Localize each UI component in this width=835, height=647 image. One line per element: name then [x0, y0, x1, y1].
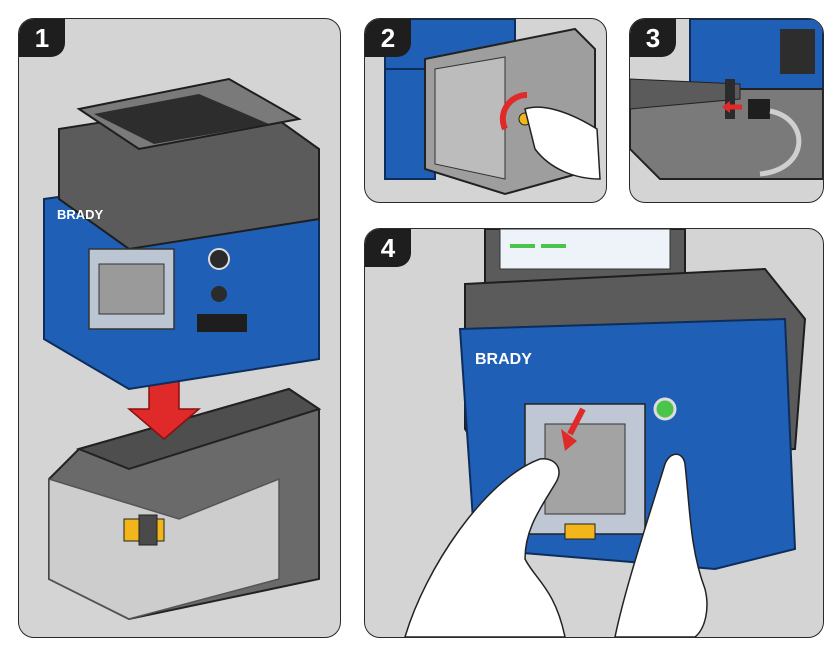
hand-icon	[524, 106, 601, 180]
led-green-icon	[510, 244, 535, 248]
step-2-badge: 2	[365, 19, 411, 57]
power-button-icon	[653, 397, 677, 421]
down-arrow-icon	[567, 407, 586, 436]
printer-on-base-illustration: BRADY	[43, 77, 322, 621]
step-4-badge: 4	[365, 229, 411, 267]
brady-logo-icon: BRADY	[57, 207, 104, 222]
power-button-icon	[208, 248, 230, 270]
step-3-panel: 3	[629, 18, 824, 203]
cable-plug-icon	[748, 99, 770, 119]
connect-cable-illustration	[630, 19, 823, 180]
base-unit	[48, 387, 322, 621]
brady-logo-icon: BRADY	[475, 351, 532, 368]
insert-cartridge-illustration: BRADY	[404, 229, 807, 637]
hand-icon	[404, 458, 566, 637]
step-1-badge: 1	[19, 19, 65, 57]
printer-unit: BRADY	[43, 77, 320, 391]
step-3-badge: 3	[630, 19, 676, 57]
step-4-panel: 4 BRADY	[364, 228, 824, 638]
step-1-panel: 1 BRADY	[18, 18, 341, 638]
step-2-panel: 2	[364, 18, 607, 203]
rotate-arrow-icon	[499, 91, 528, 131]
